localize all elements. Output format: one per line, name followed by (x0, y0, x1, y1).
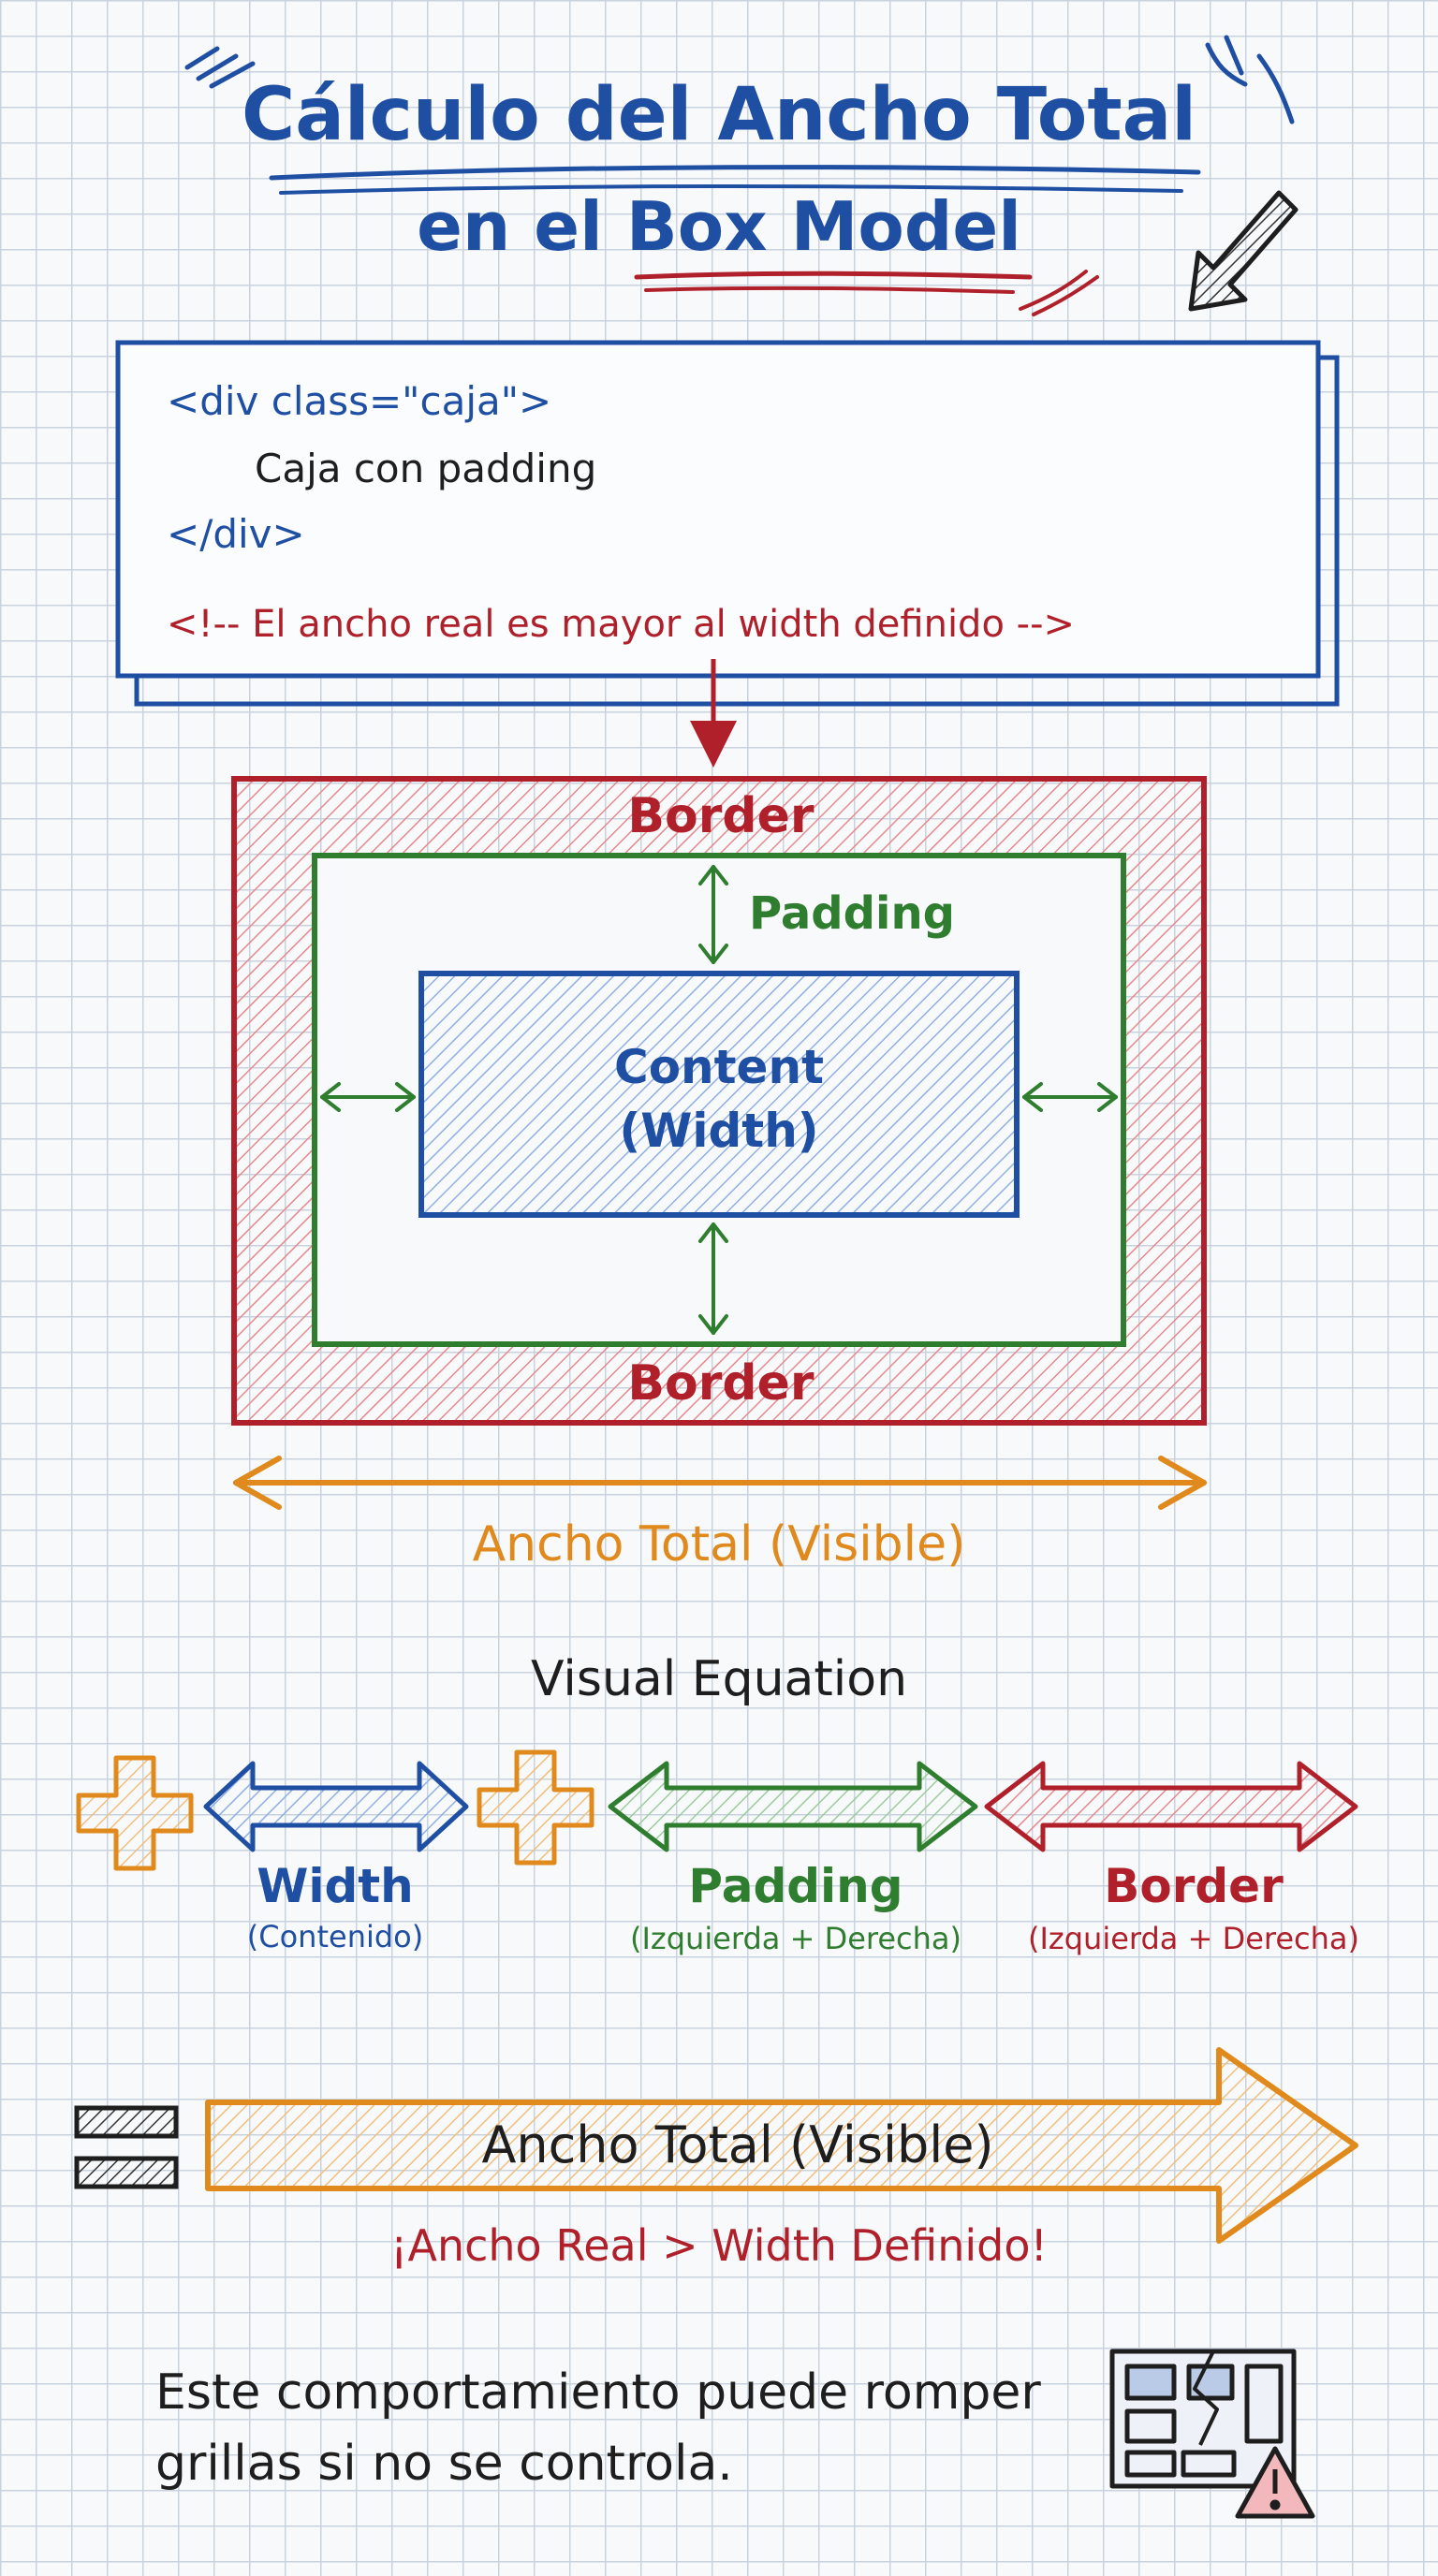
pointer-arrow-icon (1188, 190, 1299, 312)
equation-term-border: Border (1104, 1859, 1284, 1913)
code-text: Caja con padding (255, 446, 597, 491)
content-label: Content (Width) (421, 1035, 1017, 1163)
border-double-arrow (984, 1761, 1358, 1852)
code-close-tag: </div> (167, 511, 305, 557)
code-comment: <!-- El ancho real es mayor al width def… (167, 603, 1076, 646)
padding-arrow-bottom (698, 1222, 728, 1335)
page-subtitle: en el Box Model (417, 187, 1021, 266)
title-decorations (184, 35, 1295, 316)
page-title: Cálculo del Ancho Total (242, 73, 1196, 157)
border-label-bottom: Border (627, 1355, 814, 1412)
equation-term-border-sub: (Izquierda + Derecha) (1028, 1921, 1359, 1956)
equation-term-padding-sub: (Izquierda + Derecha) (630, 1921, 961, 1956)
equation-result-note: ¡Ancho Real > Width Definido! (390, 2220, 1048, 2271)
equals-icon (74, 2105, 179, 2189)
broken-grid-warning-icon (1109, 2349, 1315, 2519)
equation-heading: Visual Equation (530, 1651, 908, 1707)
border-label-top: Border (627, 788, 814, 844)
padding-double-arrow (608, 1761, 978, 1852)
footer-note: Este comportamiento puede romper grillas… (155, 2364, 1041, 2492)
equation-term-padding: Padding (688, 1859, 903, 1913)
code-box-shape (115, 340, 1340, 707)
plus-icon (76, 1755, 194, 1871)
width-double-arrow (203, 1761, 469, 1852)
content-region (418, 971, 1020, 1218)
plus-icon (477, 1749, 594, 1866)
padding-arrow-right (1022, 1082, 1118, 1112)
total-width-arrow (233, 1456, 1207, 1510)
padding-label: Padding (749, 887, 955, 940)
equation-result-label: Ancho Total (Visible) (481, 2115, 994, 2174)
box-model-diagram (231, 776, 1207, 1510)
content-label-text: Content (614, 1040, 824, 1094)
padding-arrow-left (320, 1082, 416, 1112)
content-sublabel: (Width) (619, 1104, 819, 1158)
equation-term-width: Width (257, 1859, 414, 1913)
equation-term-width-sub: (Contenido) (246, 1919, 424, 1954)
code-open-tag: <div class="caja"> (167, 378, 552, 424)
padding-arrow-top (698, 865, 728, 964)
total-width-label: Ancho Total (Visible) (472, 1516, 966, 1573)
result-arrow (205, 2047, 1358, 2244)
